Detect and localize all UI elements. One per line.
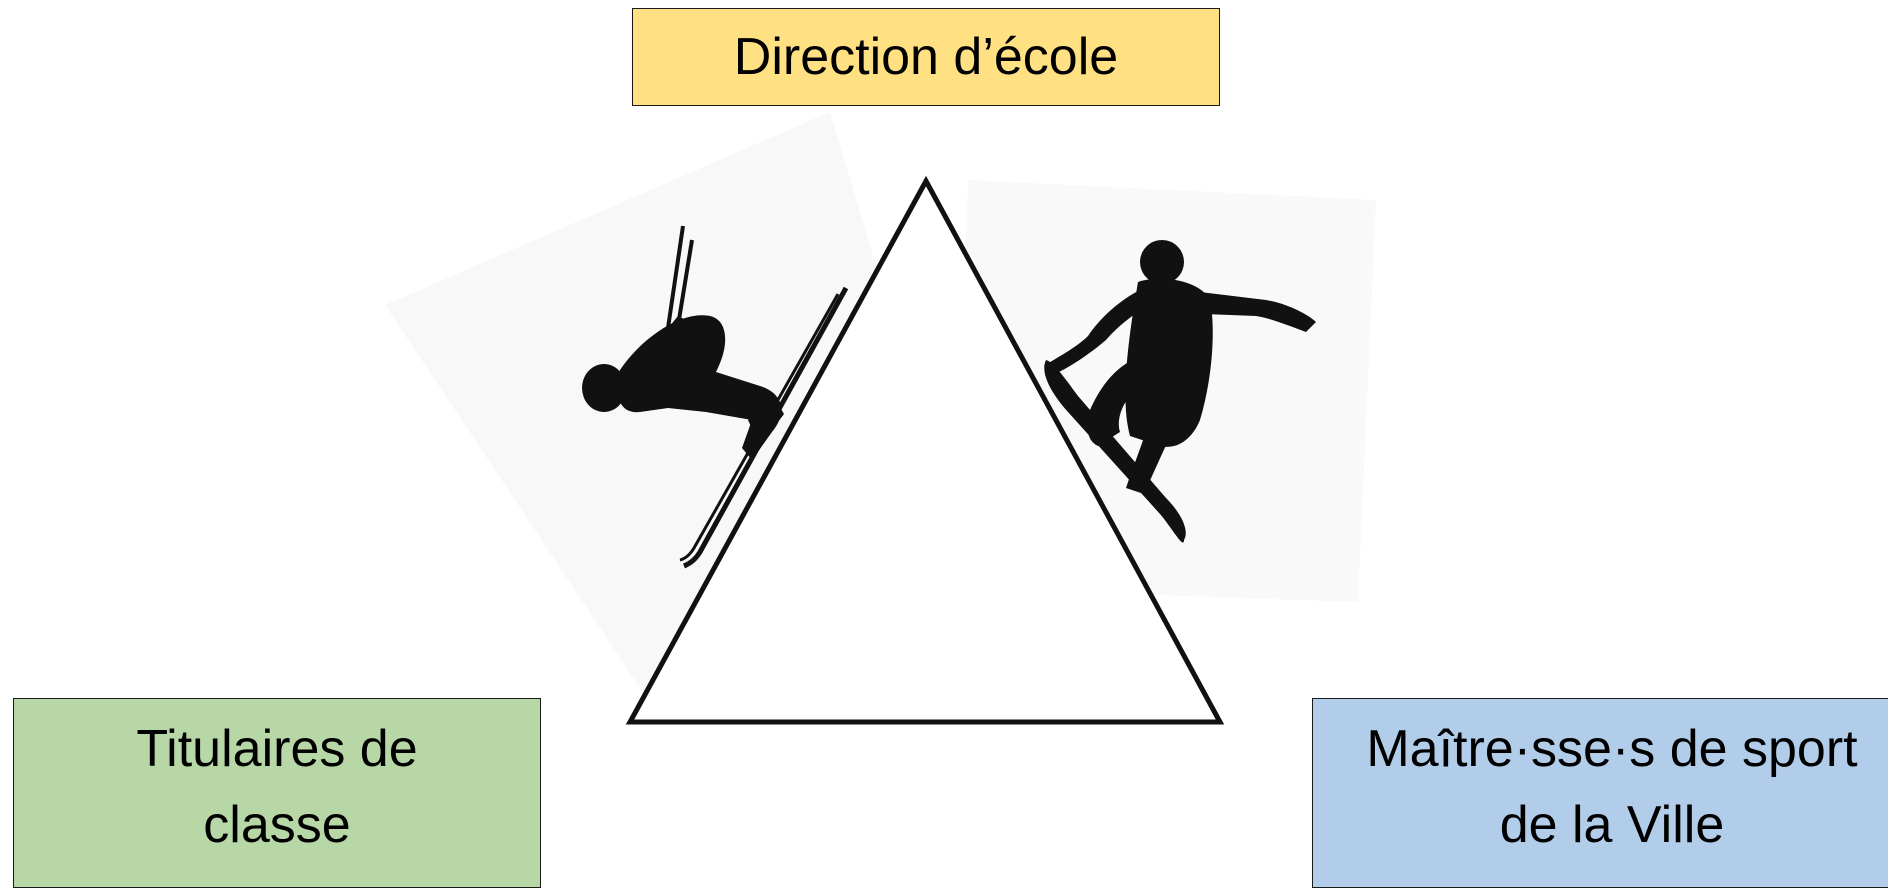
snowboarder-silhouette-icon [1044, 240, 1316, 543]
central-triangle [625, 175, 1225, 725]
role-box-maitres-sport: Maître·sse·s de sport de la Ville [1312, 698, 1888, 888]
role-box-titulaires: Titulaires de classe [13, 698, 541, 888]
role-label-titulaires: Titulaires de classe [136, 720, 418, 854]
role-label-maitres-sport: Maître·sse·s de sport de la Ville [1366, 720, 1858, 854]
skier-silhouette-icon [582, 225, 849, 569]
role-label-direction: Direction d’école [733, 28, 1119, 86]
role-box-direction: Direction d’école [632, 8, 1220, 106]
